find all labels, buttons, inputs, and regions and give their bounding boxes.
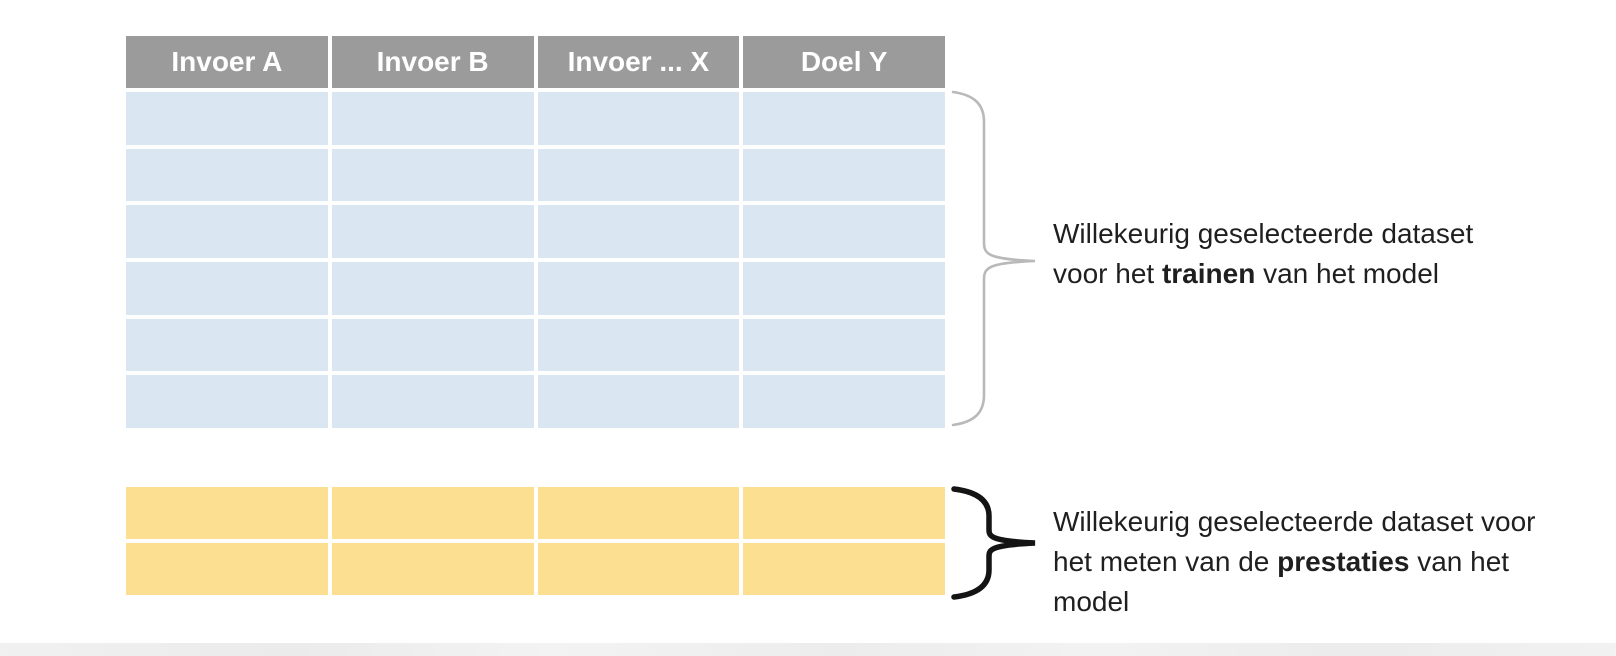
training-cell bbox=[743, 318, 945, 372]
training-cell bbox=[537, 262, 740, 315]
annotation-text: Willekeurig geselecteerde dataset bbox=[1053, 218, 1474, 249]
annotation-text: voor het bbox=[1053, 258, 1162, 289]
training-cell bbox=[743, 148, 945, 202]
test-annotation: Willekeurig geselecteerde dataset voor he… bbox=[1053, 502, 1535, 622]
test-grid bbox=[126, 487, 945, 595]
annotation-line: Willekeurig geselecteerde dataset bbox=[1053, 214, 1473, 254]
training-cell bbox=[537, 375, 740, 428]
training-cell bbox=[331, 318, 534, 372]
column-header-1: Invoer B bbox=[331, 36, 534, 88]
training-cell bbox=[126, 205, 328, 258]
annotation-line: het meten van de prestaties van het bbox=[1053, 542, 1535, 582]
training-cell bbox=[743, 92, 945, 145]
training-cell bbox=[331, 148, 534, 202]
training-cell bbox=[126, 148, 328, 202]
test-cell bbox=[743, 487, 945, 539]
annotation-text: Willekeurig geselecteerde dataset voor bbox=[1053, 506, 1536, 537]
test-cell bbox=[743, 543, 945, 595]
training-cell bbox=[126, 375, 328, 428]
annotation-line: model bbox=[1053, 582, 1535, 622]
training-cell bbox=[743, 375, 945, 428]
test-cell bbox=[331, 487, 534, 539]
training-grid bbox=[126, 92, 945, 428]
annotation-text: model bbox=[1053, 586, 1130, 617]
training-cell bbox=[331, 375, 534, 428]
test-brace bbox=[951, 486, 1036, 600]
training-cell bbox=[537, 318, 740, 372]
training-cell bbox=[331, 205, 534, 258]
annotation-line: voor het trainen van het model bbox=[1053, 254, 1473, 294]
annotation-line: Willekeurig geselecteerde dataset voor bbox=[1053, 502, 1535, 542]
test-cell bbox=[537, 487, 740, 539]
training-cell bbox=[126, 318, 328, 372]
test-cell bbox=[331, 543, 534, 595]
annotation-text: het meten van de bbox=[1053, 546, 1278, 577]
training-cell bbox=[537, 205, 740, 258]
annotation-bold-text: prestaties bbox=[1277, 546, 1410, 577]
annotation-text: van het model bbox=[1255, 258, 1439, 289]
column-header-0: Invoer A bbox=[126, 36, 328, 88]
column-header-2: Invoer ... X bbox=[537, 36, 740, 88]
training-cell bbox=[126, 92, 328, 145]
training-brace bbox=[951, 90, 1036, 427]
training-cell bbox=[537, 148, 740, 202]
training-cell bbox=[743, 262, 945, 315]
training-cell bbox=[537, 92, 740, 145]
training-cell bbox=[331, 92, 534, 145]
training-annotation: Willekeurig geselecteerde dataset voor he… bbox=[1053, 214, 1473, 294]
annotation-text: van het bbox=[1409, 546, 1510, 577]
training-cell bbox=[331, 262, 534, 315]
bottom-artifact-band bbox=[0, 643, 1616, 656]
training-cell bbox=[743, 205, 945, 258]
annotation-bold-text: trainen bbox=[1161, 258, 1256, 289]
test-cell bbox=[126, 487, 328, 539]
test-cell bbox=[537, 543, 740, 595]
test-cell bbox=[126, 543, 328, 595]
column-header-3: Doel Y bbox=[743, 36, 945, 88]
training-cell bbox=[126, 262, 328, 315]
